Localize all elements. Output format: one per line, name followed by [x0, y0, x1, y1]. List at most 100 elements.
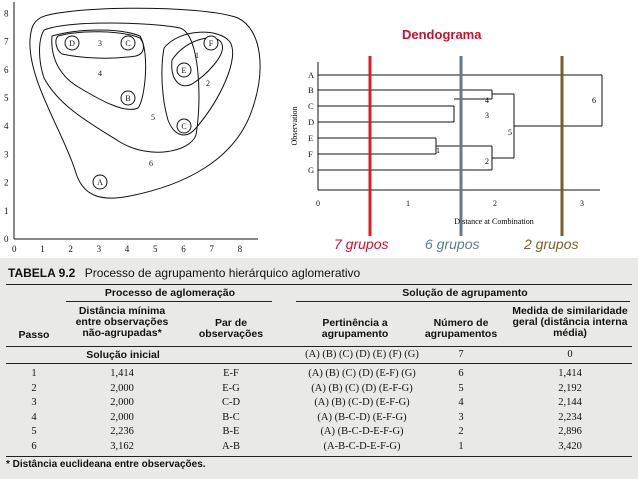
y-tick-label: 6 — [4, 65, 9, 75]
cut-label-2-grupos: 2 grupos — [524, 236, 579, 252]
cut-label-6-grupos: 6 grupos — [425, 236, 480, 252]
table-cell-par: B-E — [222, 426, 240, 437]
point-b-label: B — [125, 94, 130, 103]
group-header-left: Processo de aglomeração — [104, 287, 236, 299]
initial-solution-numero: 7 — [458, 349, 464, 360]
cluster-number-3: 3 — [98, 39, 102, 48]
dendrogram-y-axis-label: Observation — [290, 106, 299, 145]
table-cell-dist: 2,000 — [110, 397, 134, 408]
table-cell-num: 5 — [458, 382, 464, 394]
observation-label: D — [308, 117, 314, 127]
point-c-marker — [120, 35, 136, 51]
initial-solution-medida: 0 — [567, 349, 573, 360]
y-tick-label: 7 — [4, 37, 9, 47]
initial-solution-label: Solução inicial — [86, 349, 160, 361]
point-d-label: D — [69, 39, 75, 48]
table-cell-num: 2 — [458, 426, 464, 437]
y-tick-label: 3 — [4, 149, 9, 159]
point-e-marker — [176, 62, 192, 78]
y-tick-label: 8 — [4, 8, 9, 18]
dendrogram-node-6: 6 — [592, 96, 596, 105]
table-cell-pert: (A) (B) (C) (D) (E-F) (G) — [308, 368, 416, 379]
cluster-contour-3 — [55, 31, 144, 59]
table-caption: Processo de agrupamento hierárquico aglo… — [84, 266, 361, 280]
table-cell-par: E-G — [222, 382, 240, 394]
cluster-contour-4 — [51, 29, 147, 110]
x-tick-label: 8 — [238, 244, 243, 254]
table-cell-passo: 3 — [31, 397, 37, 408]
x-tick-label: 7 — [209, 244, 214, 254]
observation-label: C — [308, 101, 314, 111]
x-tick-label: 0 — [12, 244, 17, 254]
header-distancia: Distância mínima entre observações não-a… — [75, 305, 169, 339]
point-f-label: F — [209, 39, 214, 48]
x-tick-label: 5 — [153, 244, 158, 254]
table-cell-pert: (A-B-C-D-E-F-G) — [323, 440, 401, 452]
header-passo: Passo — [18, 329, 50, 341]
table-cell-dist: 1,414 — [110, 368, 134, 379]
agglomeration-table: TABELA 9.2 Processo de agrupamento hierá… — [0, 258, 638, 479]
dendrogram-node-3: 3 — [485, 111, 489, 120]
dendrogram-title: Dendograma — [402, 27, 482, 42]
table-cell-med: 2,144 — [558, 397, 582, 408]
table-cell-med: 3,420 — [558, 440, 582, 452]
table-cell-num: 1 — [458, 440, 464, 452]
dendrogram-node-2: 2 — [485, 157, 489, 166]
table-cell-med: 1,414 — [558, 368, 582, 379]
point-a-label: A — [97, 178, 103, 187]
dendrogram-node-5: 5 — [508, 128, 512, 137]
table-cell-num: 6 — [458, 368, 464, 379]
point-g-marker — [176, 118, 192, 134]
table-cell-med: 2,192 — [558, 382, 582, 394]
x-tick-label: 4 — [125, 244, 130, 254]
point-e-label: E — [182, 66, 187, 75]
table-cell-num: 3 — [458, 411, 464, 423]
table-cell-pert: (A) (B-C-D) (E-F-G) — [317, 411, 407, 423]
y-tick-label: 1 — [4, 206, 9, 216]
header-medida: Medida de similaridade geral (distância … — [512, 305, 628, 339]
x-tick-label: 3 — [97, 244, 102, 254]
point-d-marker — [64, 35, 80, 51]
point-b-marker — [120, 90, 136, 106]
dendrogram-node-4: 4 — [485, 96, 489, 105]
table-cell-pert: (A) (B-C-D-E-F-G) — [320, 426, 404, 437]
table-cell-par: C-D — [221, 397, 241, 408]
x-tick-label: 2 — [68, 244, 73, 254]
dendrogram-x-tick-label: 1 — [406, 199, 410, 208]
point-c-label: C — [125, 39, 130, 48]
header-numero: Número de agrupamentos — [424, 317, 498, 340]
cluster-number-6: 6 — [149, 159, 153, 168]
dendrogram-node-1: 1 — [436, 146, 440, 155]
table-cell-med: 2,234 — [558, 411, 582, 423]
table-cell-dist: 2,000 — [110, 382, 134, 394]
point-f-marker — [203, 35, 219, 51]
table-footnote: * Distância euclideana entre observações… — [6, 459, 206, 470]
table-cell-med: 2,896 — [558, 426, 582, 437]
point-a-marker — [92, 174, 108, 190]
header-par: Par de observações — [198, 317, 264, 340]
table-cell-passo: 1 — [31, 368, 37, 379]
table-cell-par: A-B — [221, 440, 241, 452]
y-tick-label: 2 — [4, 178, 9, 188]
x-tick-label: 6 — [181, 244, 186, 254]
observation-label: G — [308, 165, 314, 175]
table-cell-passo: 5 — [31, 426, 37, 437]
y-tick-label: 4 — [4, 121, 9, 131]
y-tick-label: 5 — [4, 93, 9, 103]
table-cell-dist: 3,162 — [110, 440, 134, 452]
observation-label: A — [308, 70, 315, 80]
table-cell-pert: (A) (B) (C-D) (E-F-G) — [314, 397, 410, 408]
table-cell-dist: 2,236 — [110, 426, 134, 437]
cluster-contour-2 — [161, 31, 234, 136]
cluster-contour-5 — [39, 22, 200, 153]
table-cell-passo: 6 — [31, 440, 37, 452]
observation-label: B — [308, 85, 314, 95]
x-tick-label: 1 — [40, 244, 45, 254]
group-header-right: Solução de agrupamento — [402, 287, 528, 299]
table-number: TABELA 9.2 — [8, 266, 76, 280]
cut-label-7-grupos: 7 grupos — [334, 236, 389, 252]
table-cell-pert: (A) (B) (C) (D) (E-F-G) — [311, 382, 413, 394]
cluster-contour-1 — [171, 37, 223, 87]
